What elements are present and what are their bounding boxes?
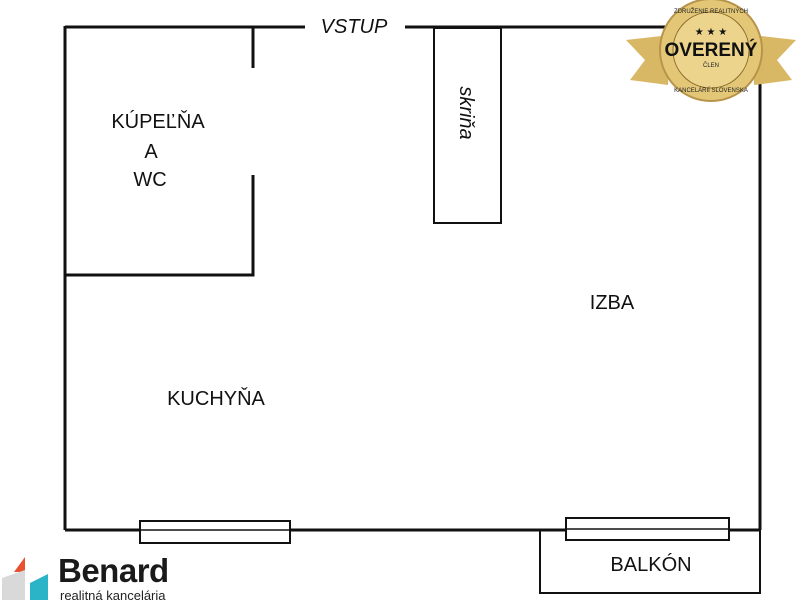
- balcony-label: BALKÓN: [610, 553, 691, 576]
- kitchen-window: [139, 520, 291, 544]
- badge-sub-text: ČLEN: [703, 62, 719, 69]
- kitchen-label: KUCHYŇA: [167, 387, 265, 410]
- bathroom-label-3: WC: [133, 169, 166, 191]
- badge-main-text: OVERENÝ: [665, 39, 758, 61]
- badge-stars-icon: ★ ★ ★: [695, 27, 727, 38]
- wardrobe: [433, 27, 502, 224]
- room-label: IZBA: [590, 292, 635, 314]
- bathroom-label-1: KÚPEĽŇA: [111, 110, 205, 133]
- bathroom-wall: [65, 27, 255, 277]
- wardrobe-label: skriňa: [455, 86, 477, 139]
- benard-logo-icon: [2, 557, 48, 600]
- entrance-label: VSTUP: [321, 16, 388, 38]
- logo-tagline: realitná kancelária: [60, 588, 166, 603]
- logo-name: Benard: [58, 552, 169, 589]
- bathroom-label-2: A: [144, 141, 158, 163]
- verified-member-badge: ZDRUŽENIE REALITNÝCH ★ ★ ★ OVERENÝ ČLEN …: [626, 0, 796, 102]
- badge-bottom-text: KANCELÁRIÍ SLOVENSKA: [674, 87, 748, 94]
- badge-top-text: ZDRUŽENIE REALITNÝCH: [674, 7, 748, 15]
